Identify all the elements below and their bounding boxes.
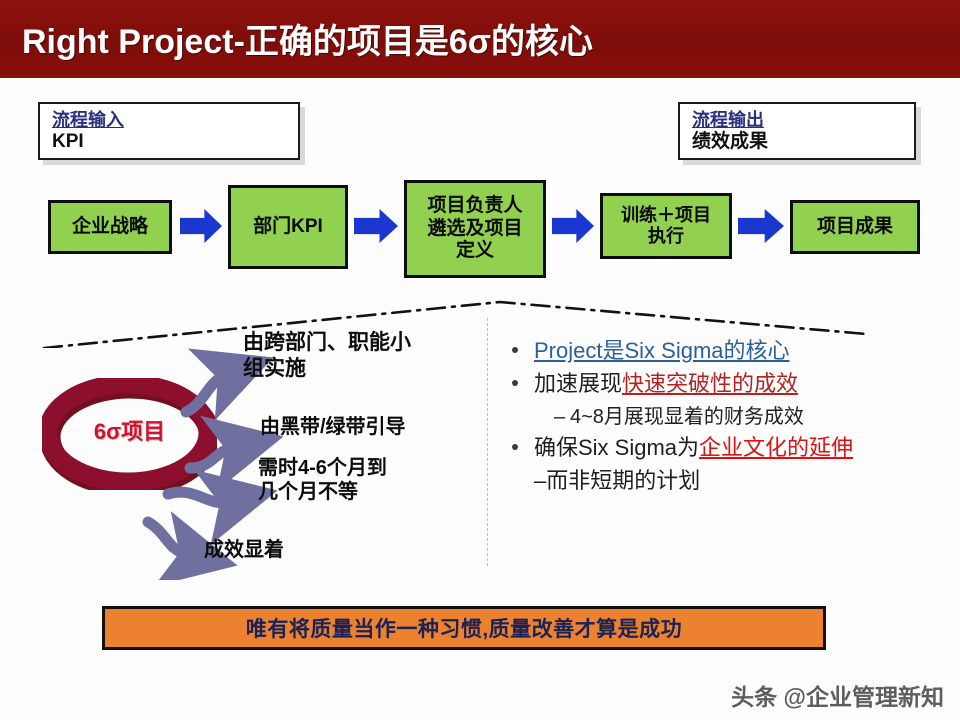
bullet-dot-icon [512,443,518,450]
bullet-text-plain: 加速展现 [534,371,623,397]
flow-arrow-icon [738,209,784,243]
curved-arrows-group [142,348,284,580]
process-box-training-execution: 训练＋项目执行 [600,193,732,259]
callout-output-heading: 流程输出 [692,110,764,130]
process-box-label: 部门KPI [253,215,323,237]
curved-arrow-icon [180,348,274,421]
callout-process-input: 流程输入 KPI [38,102,300,160]
curved-arrow-icon [142,511,238,580]
bullet-item-project-core: Project是Six Sigma的核心 [508,336,946,365]
callout-output-sub: 绩效成果 [692,130,769,152]
bullet-list: Project是Six Sigma的核心 加速展现快速突破性的成效 –4~8月展… [508,336,946,496]
process-box-label: 项目负责人遴选及项目定义 [427,195,523,262]
branch-label-belt-guidance: 由黑带/绿带引导 [260,416,406,438]
sub-text: 4~8月展现显着的财务成效 [570,405,804,428]
process-box-owner-selection: 项目负责人遴选及项目定义 [404,180,546,278]
callout-input-heading: 流程输入 [52,110,124,130]
flow-arrow-icon [354,209,398,243]
bullet-dot-icon [512,380,518,387]
process-box-label: 企业战略 [71,215,148,237]
bullet-item-breakthrough: 加速展现快速突破性的成效 [508,369,946,398]
ellipse-label: 6σ项目 [93,419,166,444]
bullet-dot-icon [512,347,518,353]
title-bar [0,0,960,78]
flow-arrow-icon [552,209,594,243]
bullet-item-culture: 确保Six Sigma为企业文化的延伸 [508,433,946,462]
process-box-department-kpi: 部门KPI [228,185,348,269]
bullet-continuation-culture: –而非短期的计划 [534,468,701,494]
quality-banner: 唯有将质量当作一种习惯,质量改善才算是成功 [102,606,826,650]
flow-arrow-icon [180,209,222,243]
watermark: 头条 @企业管理新知 [731,684,944,710]
process-box-strategy: 企业战略 [48,200,172,254]
branch-label-cross-functional: 由跨部门、职能小组实施 [243,331,411,380]
branch-label-results: 成效显着 [204,539,284,561]
bullet-text-highlight: 企业文化的延伸 [699,434,854,460]
process-box-label: 训练＋项目执行 [621,204,711,246]
bullet-subitem-financial: –4~8月展现显着的财务成效 [508,403,946,431]
page-title: Right Project-正确的项目是6σ的核心 [22,23,594,61]
vertical-divider [487,318,488,566]
process-box-results: 项目成果 [790,200,920,254]
callout-input-sub: KPI [52,130,84,152]
bullet-text: Project是Six Sigma的核心 [534,338,790,363]
process-box-label: 项目成果 [816,215,893,237]
banner-text: 唯有将质量当作一种习惯,质量改善才算是成功 [245,618,683,641]
bullet-text-plain: 确保Six Sigma为 [534,434,700,460]
callout-process-output: 流程输出 绩效成果 [678,102,916,160]
sub-dash-icon: – [554,405,566,428]
curved-arrow-icon [184,415,284,491]
curved-arrow-icon [162,469,278,545]
bullet-text-highlight: 快速突破性的成效 [622,371,799,397]
branch-label-duration: 需时4-6个月到几个月不等 [258,457,387,504]
dash-dot-divider [42,300,868,348]
